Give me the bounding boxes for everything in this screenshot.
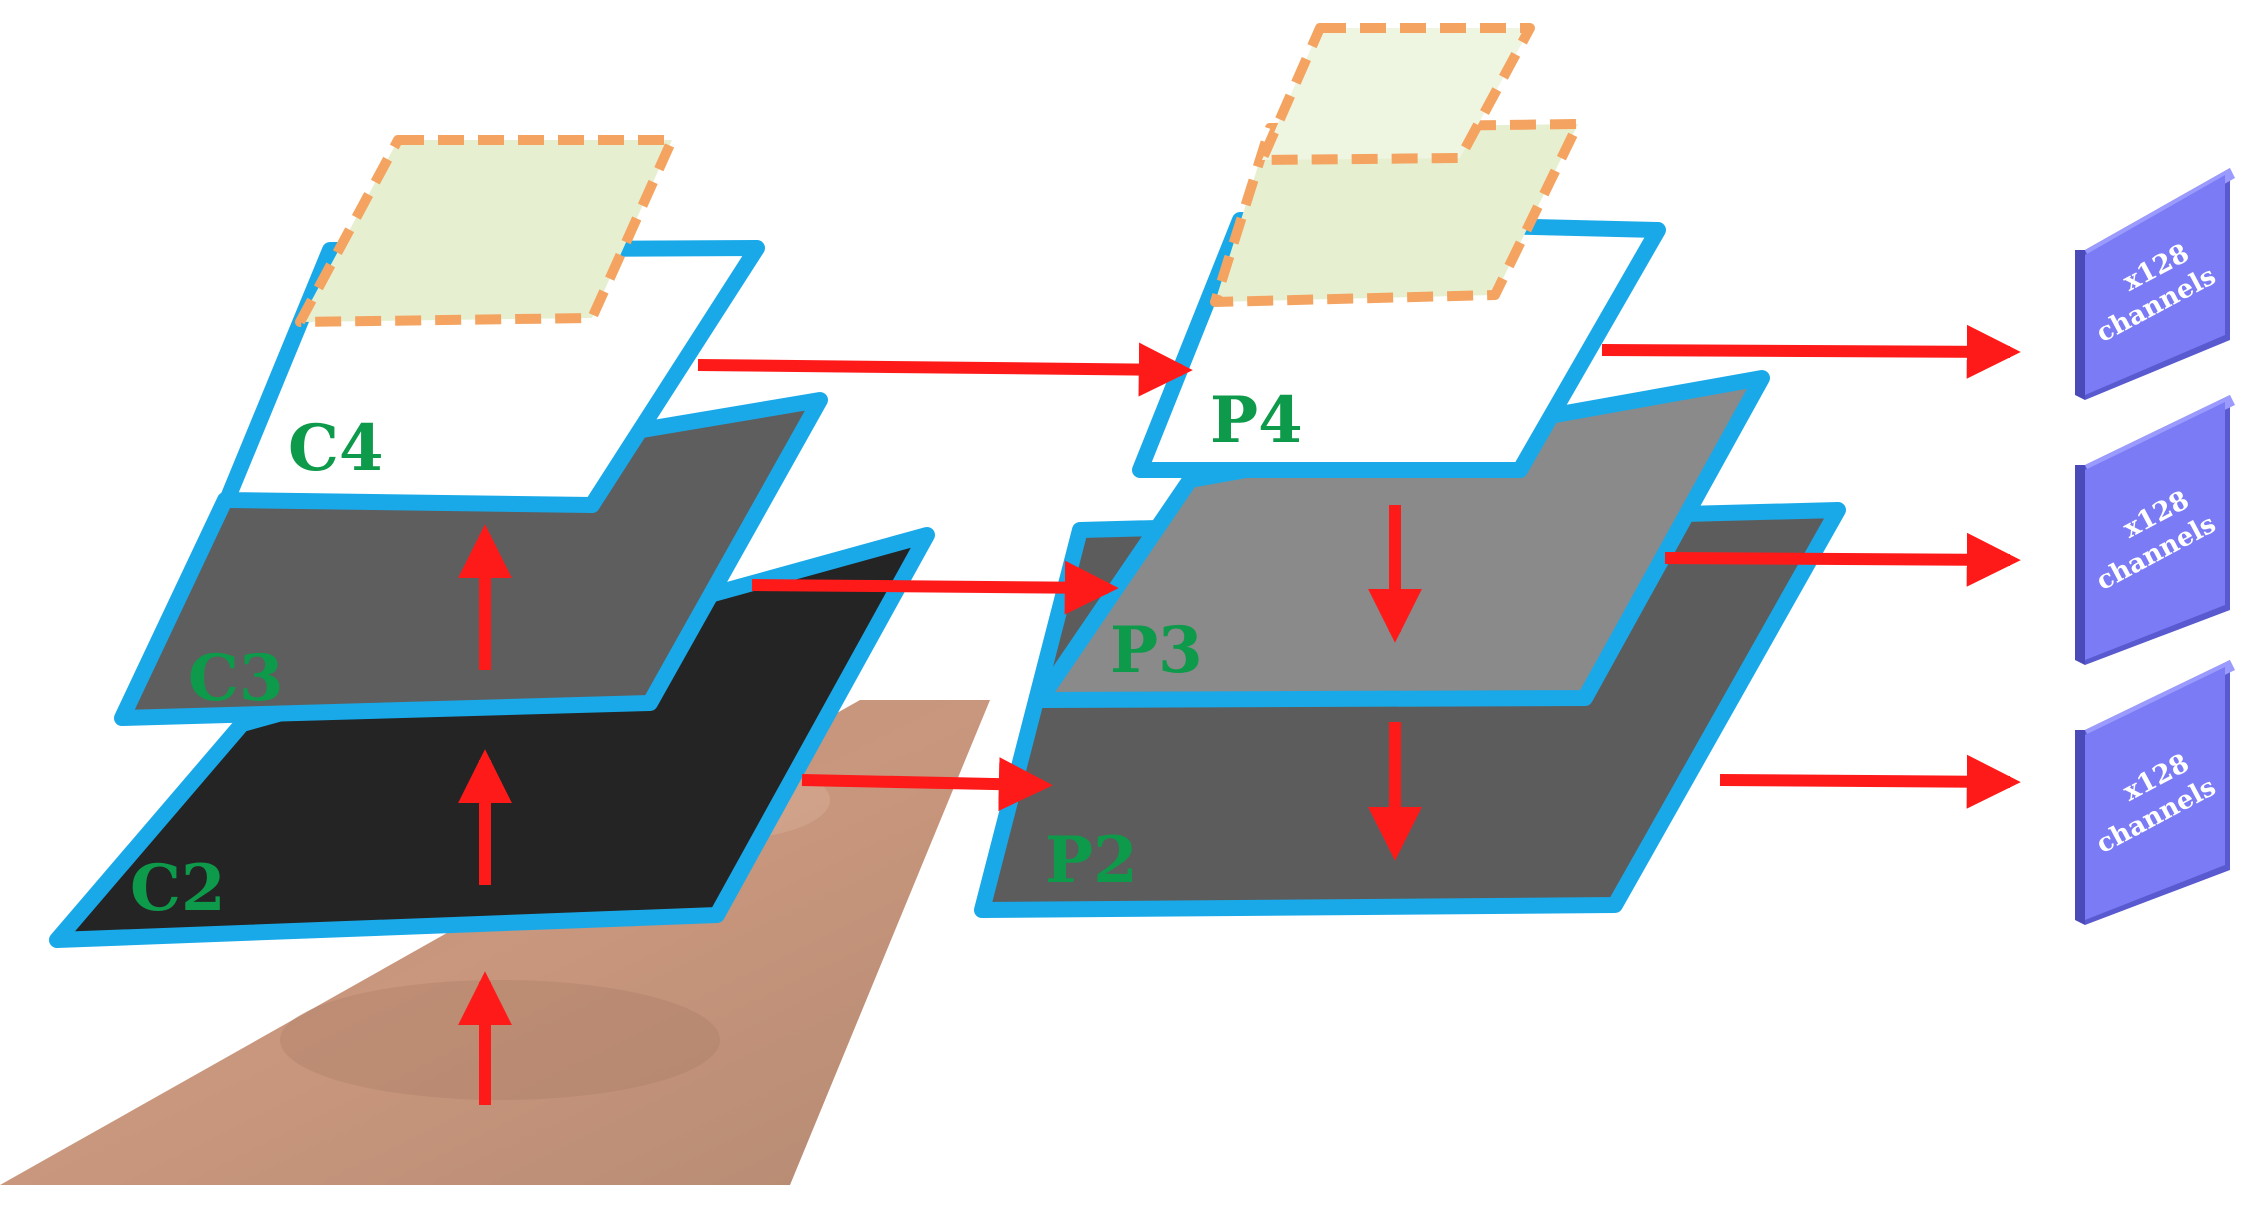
output-box-top: x128 channels <box>2075 168 2235 400</box>
arrow-c4-to-p4 <box>697 342 1193 397</box>
input-image-texture <box>280 980 720 1100</box>
c4-label: C4 <box>288 411 383 486</box>
output-box-bottom: x128 channels <box>2075 660 2235 925</box>
arrow-p2-to-output <box>1719 754 2021 809</box>
output-box-middle: x128 channels <box>2075 395 2235 665</box>
c2-label: C2 <box>130 851 225 926</box>
arrow-p4-to-output <box>1601 324 2021 379</box>
p2-label: P2 <box>1045 823 1138 898</box>
arrow-c2-to-p2 <box>801 757 1053 812</box>
arrow-c3-to-p3 <box>751 560 1119 615</box>
p4-label: P4 <box>1210 383 1303 458</box>
arrow-p3-to-output <box>1664 532 2021 587</box>
p3-label: P3 <box>1110 613 1203 688</box>
p4-dashed-patch-upper <box>1257 23 1535 165</box>
c3-label: C3 <box>188 641 283 716</box>
c4-dashed-patch <box>295 135 677 327</box>
